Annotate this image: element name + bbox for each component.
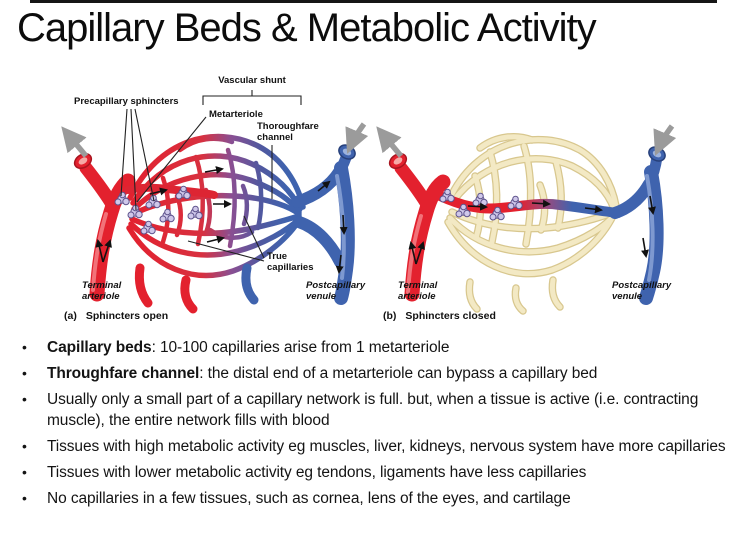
- label-true-capillaries: True capillaries: [267, 251, 314, 273]
- panel-b-sphincters-closed: [376, 124, 677, 315]
- caption-b-prefix: (b): [383, 310, 397, 322]
- caption-b-text: Sphincters closed: [405, 310, 496, 322]
- gray-flow-arrow-out-a: [61, 126, 89, 158]
- slide-title: Capillary Beds & Metabolic Activity: [17, 6, 597, 50]
- bullet-list: Capillary beds: 10-100 capillaries arise…: [16, 337, 732, 515]
- bullet-item: Capillary beds: 10-100 capillaries arise…: [16, 337, 732, 358]
- capillary-stubs-a: [134, 263, 259, 314]
- label-vascular-shunt: Vascular shunt: [218, 75, 286, 86]
- arteriole-lumen-b: [393, 157, 403, 165]
- caption-panel-b: (b) Sphincters closed: [383, 310, 496, 322]
- arteriole-lumen-a: [78, 157, 88, 165]
- gray-flow-arrow-out-b: [376, 126, 404, 158]
- gray-flow-arrow-in-a: [345, 122, 369, 154]
- bullet-item: Tissues with lower metabolic activity eg…: [16, 462, 732, 483]
- bullet-item: Usually only a small part of a capillary…: [16, 389, 732, 431]
- caption-a-prefix: (a): [64, 310, 77, 322]
- blood-flow-arrows-b: [408, 195, 656, 265]
- label-terminal-arteriole-b: Terminal arteriole: [398, 280, 438, 302]
- label-precapillary-sphincters: Precapillary sphincters: [74, 96, 179, 107]
- label-postcapillary-venule-a: Postcapillary venule: [306, 280, 366, 302]
- panel-a-sphincters-open: [61, 90, 369, 314]
- terminal-arteriole-vessel-b: [394, 161, 451, 302]
- caption-panel-a: (a) Sphincters open: [64, 310, 168, 322]
- bullet-text: : 10-100 capillaries arise from 1 metart…: [151, 339, 450, 356]
- bullet-text: Tissues with lower metabolic activity eg…: [47, 464, 587, 482]
- label-pointer-lines-a: [120, 90, 302, 262]
- bullet-item: Tissues with high metabolic activity eg …: [16, 436, 732, 457]
- caption-a-text: Sphincters open: [85, 310, 169, 322]
- gray-flow-arrow-in-b: [653, 124, 677, 156]
- bullet-text: Tissues with high metabolic activity eg …: [47, 438, 726, 456]
- label-terminal-arteriole-a: Terminal arteriole: [82, 280, 122, 302]
- slide-top-border: [30, 0, 717, 3]
- label-postcapillary-venule-b: Postcapillary venule: [612, 280, 672, 302]
- bullet-lead: Throughfare channel: [47, 365, 200, 383]
- bullet-lead: Capillary beds: [47, 339, 152, 356]
- label-metarteriole: Metarteriole: [209, 109, 263, 120]
- postcapillary-venule-vessel-b: [609, 151, 664, 305]
- bullet-text: No capillaries in a few tissues, such as…: [47, 490, 571, 508]
- bullet-item: Throughfare channel: the distal end of a…: [16, 363, 732, 384]
- bullet-text: : the distal end of a metarteriole can b…: [199, 365, 598, 383]
- bullet-item: No capillaries in a few tissues, such as…: [16, 488, 732, 509]
- postcapillary-venule-vessel-a: [291, 148, 355, 305]
- label-thoroughfare-channel: Thoroughfare channel: [257, 121, 319, 143]
- bullet-text: Usually only a small part of a capillary…: [47, 391, 699, 430]
